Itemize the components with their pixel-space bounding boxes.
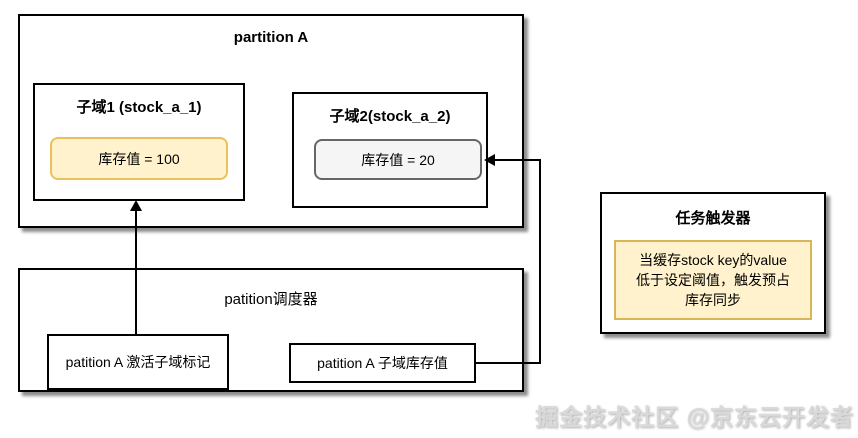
connector-to-subdomain2-horizontal — [495, 159, 541, 161]
connector-stockbox-vertical — [539, 159, 541, 364]
partition-a-container: partition A 子域1 (stock_a_1) 库存值 = 100 子域… — [18, 14, 524, 228]
trigger-note-line-3: 库存同步 — [685, 292, 741, 309]
arrowhead-left-to-stock-value — [484, 154, 495, 166]
activation-flag-box: patition A 激活子域标记 — [47, 334, 229, 390]
subdomain1-stock-value: 库存值 = 100 — [50, 137, 228, 180]
subdomain2-box: 子域2(stock_a_2) 库存值 = 20 — [292, 92, 488, 208]
subdomain-stock-label: patition A 子域库存值 — [317, 354, 448, 371]
partition-a-title: partition A — [233, 29, 309, 46]
scheduler-title: patition调度器 — [224, 291, 318, 308]
trigger-note: 当缓存stock key的value 低于设定阈值，触发预占 库存同步 — [614, 240, 812, 320]
activation-flag-label: patition A 激活子域标记 — [65, 353, 211, 370]
subdomain2-title: 子域2(stock_a_2) — [329, 108, 451, 125]
connector-activation-to-subdomain1 — [135, 210, 137, 334]
subdomain1-box: 子域1 (stock_a_1) 库存值 = 100 — [33, 83, 245, 201]
trigger-container: 任务触发器 当缓存stock key的value 低于设定阈值，触发预占 库存同… — [600, 192, 826, 334]
trigger-note-line-1: 当缓存stock key的value — [639, 251, 787, 268]
subdomain2-stock-value: 库存值 = 20 — [314, 139, 482, 180]
connector-stockbox-horizontal — [476, 362, 541, 364]
arrowhead-up-to-subdomain1 — [130, 200, 142, 211]
trigger-note-line-2: 低于设定阈值，触发预占 — [636, 271, 790, 288]
subdomain2-stock-value-label: 库存值 = 20 — [361, 151, 435, 168]
subdomain-stock-box: patition A 子域库存值 — [289, 343, 476, 383]
trigger-title: 任务触发器 — [675, 210, 751, 227]
subdomain1-stock-value-label: 库存值 = 100 — [98, 150, 180, 167]
subdomain1-title: 子域1 (stock_a_1) — [76, 99, 202, 116]
watermark: 掘金技术社区 @京东云开发者 — [535, 404, 854, 430]
scheduler-container: patition调度器 patition A 激活子域标记 patition A… — [18, 268, 524, 392]
